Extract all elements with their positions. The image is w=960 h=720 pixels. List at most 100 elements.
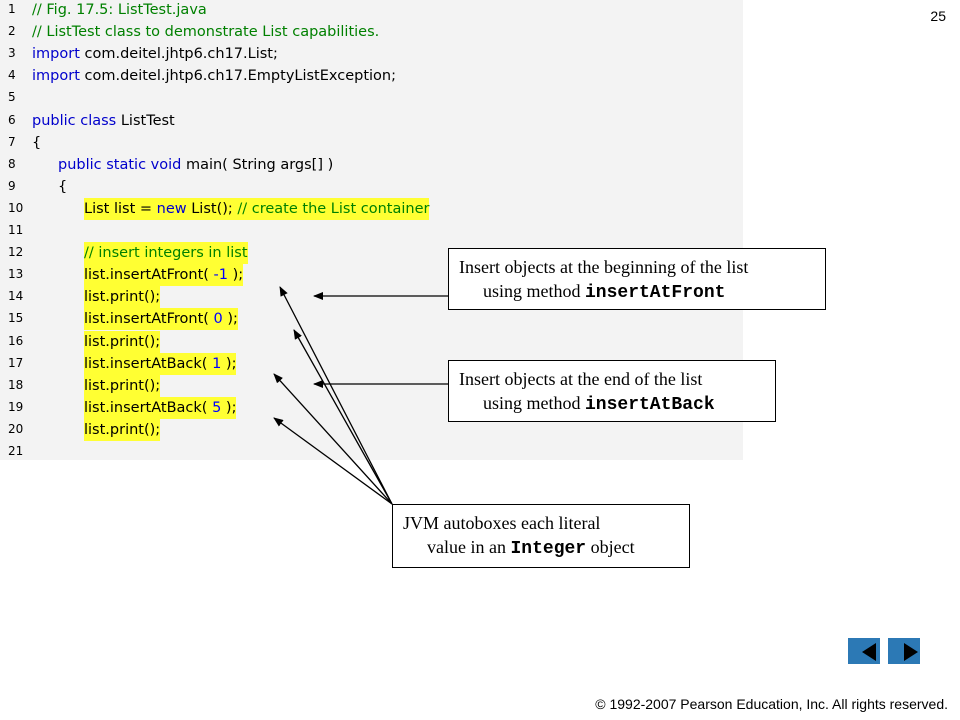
line-number: 15	[8, 311, 24, 326]
callout-back-prefix: using method	[483, 393, 585, 413]
code-text: import com.deitel.jhtp6.ch17.EmptyListEx…	[32, 65, 396, 87]
line-number: 20	[8, 421, 24, 436]
code-line: 16 list.print();	[0, 330, 743, 353]
code-token: {	[32, 134, 42, 151]
code-token: list.insertAtBack(	[84, 399, 213, 416]
code-line: 6 public class ListTest	[0, 110, 743, 132]
line-number: 14	[8, 289, 24, 304]
code-text: list.insertAtFront( 0 );	[84, 308, 238, 331]
triangle-right-icon	[904, 643, 918, 661]
line-number: 9	[8, 178, 16, 193]
code-token: 5	[212, 399, 222, 416]
code-token: list.insertAtFront(	[84, 311, 214, 328]
line-number: 18	[8, 377, 24, 392]
code-token: );	[221, 355, 237, 372]
line-number: 6	[8, 112, 16, 127]
code-token: com.deitel.jhtp6.ch17.List;	[79, 46, 278, 63]
callout-autobox-prefix: value in an	[427, 537, 511, 557]
callout-autobox-suffix: object	[586, 537, 635, 557]
code-token: list.print();	[84, 377, 161, 394]
line-number: 7	[8, 134, 16, 149]
code-token: List list =	[84, 200, 157, 217]
code-line: 21	[0, 441, 743, 463]
code-line: 7{	[0, 132, 743, 154]
code-text: // Fig. 17.5: ListTest.java	[32, 0, 207, 21]
line-number: 13	[8, 267, 24, 282]
code-text: public class ListTest	[32, 110, 175, 132]
callout-insert-at-back: Insert objects at the end of the list usi…	[448, 360, 776, 422]
line-number: 12	[8, 245, 24, 260]
code-text: public static void main( String args[] )	[58, 154, 333, 176]
line-number: 17	[8, 355, 24, 370]
code-line: 10 List list = new List(); // create the …	[0, 197, 743, 220]
prev-slide-button[interactable]	[848, 638, 880, 664]
callout-insert-at-front: Insert objects at the beginning of the l…	[448, 248, 826, 310]
code-token: // Fig. 17.5: ListTest.java	[32, 2, 207, 18]
code-text: // insert integers in list	[84, 242, 248, 265]
code-token: list.print();	[84, 421, 161, 438]
code-text: list.insertAtFront( -1 );	[84, 264, 244, 287]
code-token: // create the List container	[237, 200, 430, 217]
code-line: 9{	[0, 176, 743, 198]
code-text: list.print();	[84, 286, 161, 309]
line-number: 10	[8, 200, 24, 215]
code-line: 1 // Fig. 17.5: ListTest.java	[0, 0, 743, 21]
code-text: list.insertAtBack( 1 );	[84, 352, 237, 375]
code-token: public class	[32, 112, 117, 129]
callout-front-prefix: using method	[483, 281, 585, 301]
line-number: 8	[8, 156, 16, 171]
code-text: {	[32, 132, 41, 154]
code-line: 15 list.insertAtFront( 0 );	[0, 308, 743, 331]
line-number: 21	[8, 444, 24, 458]
code-token: com.deitel.jhtp6.ch17.EmptyListException…	[79, 68, 396, 85]
code-token: // insert integers in list	[84, 245, 248, 262]
code-token: -1	[213, 267, 229, 284]
callout-back-line1: Insert objects at the end of the list	[459, 369, 703, 389]
code-line: 3 import com.deitel.jhtp6.ch17.List;	[0, 43, 743, 65]
code-token: list.insertAtFront(	[84, 267, 214, 284]
code-line: 12 // insert integers in list	[0, 242, 743, 265]
code-text: list.print();	[84, 418, 161, 441]
triangle-left-icon	[862, 643, 876, 661]
line-number: 2	[8, 24, 16, 39]
code-line: 11	[0, 220, 743, 242]
code-token: 0	[213, 311, 223, 328]
code-token: 1	[212, 355, 222, 372]
code-text: {	[58, 176, 67, 198]
callout-front-line1: Insert objects at the beginning of the l…	[459, 257, 749, 277]
code-line: 13 list.insertAtFront( -1 );	[0, 264, 743, 287]
line-number: 11	[8, 223, 24, 237]
next-slide-button[interactable]	[888, 638, 920, 664]
code-token: import	[32, 68, 80, 85]
code-line: 19 list.insertAtBack( 5 );	[0, 396, 743, 419]
code-line: 8 public static void main( String args[] …	[0, 154, 743, 176]
callout-autobox-line1: JVM autoboxes each literal	[403, 513, 601, 533]
line-number: 5	[8, 90, 16, 105]
copyright-footer: © 1992-2007 Pearson Education, Inc. All …	[595, 696, 948, 712]
code-line: 20 list.print();	[0, 418, 743, 441]
code-text: import com.deitel.jhtp6.ch17.List;	[32, 43, 278, 65]
line-number: 16	[8, 333, 24, 348]
line-number: 19	[8, 399, 24, 414]
code-token: );	[221, 399, 237, 416]
code-text: List list = new List(); // create the Li…	[84, 197, 430, 220]
callout-front-method: insertAtFront	[585, 283, 726, 303]
code-text: list.print();	[84, 330, 161, 353]
code-line: 4 import com.deitel.jhtp6.ch17.EmptyListE…	[0, 65, 743, 87]
code-token: list.insertAtBack(	[84, 355, 213, 372]
line-number: 3	[8, 46, 16, 61]
line-number: 4	[8, 68, 16, 83]
code-token: );	[228, 267, 244, 284]
code-token: list.print();	[84, 289, 161, 306]
code-token: ListTest	[116, 112, 175, 129]
code-text: list.insertAtBack( 5 );	[84, 396, 237, 419]
callout-back-method: insertAtBack	[585, 395, 715, 415]
code-token: list.print();	[84, 333, 161, 350]
code-text: // ListTest class to demonstrate List ca…	[32, 21, 379, 43]
code-token: // ListTest class to demonstrate List ca…	[32, 24, 380, 41]
line-number: 1	[8, 2, 16, 16]
code-line: 14 list.print();	[0, 286, 743, 309]
code-token: {	[58, 178, 68, 195]
code-token: new	[156, 200, 187, 217]
